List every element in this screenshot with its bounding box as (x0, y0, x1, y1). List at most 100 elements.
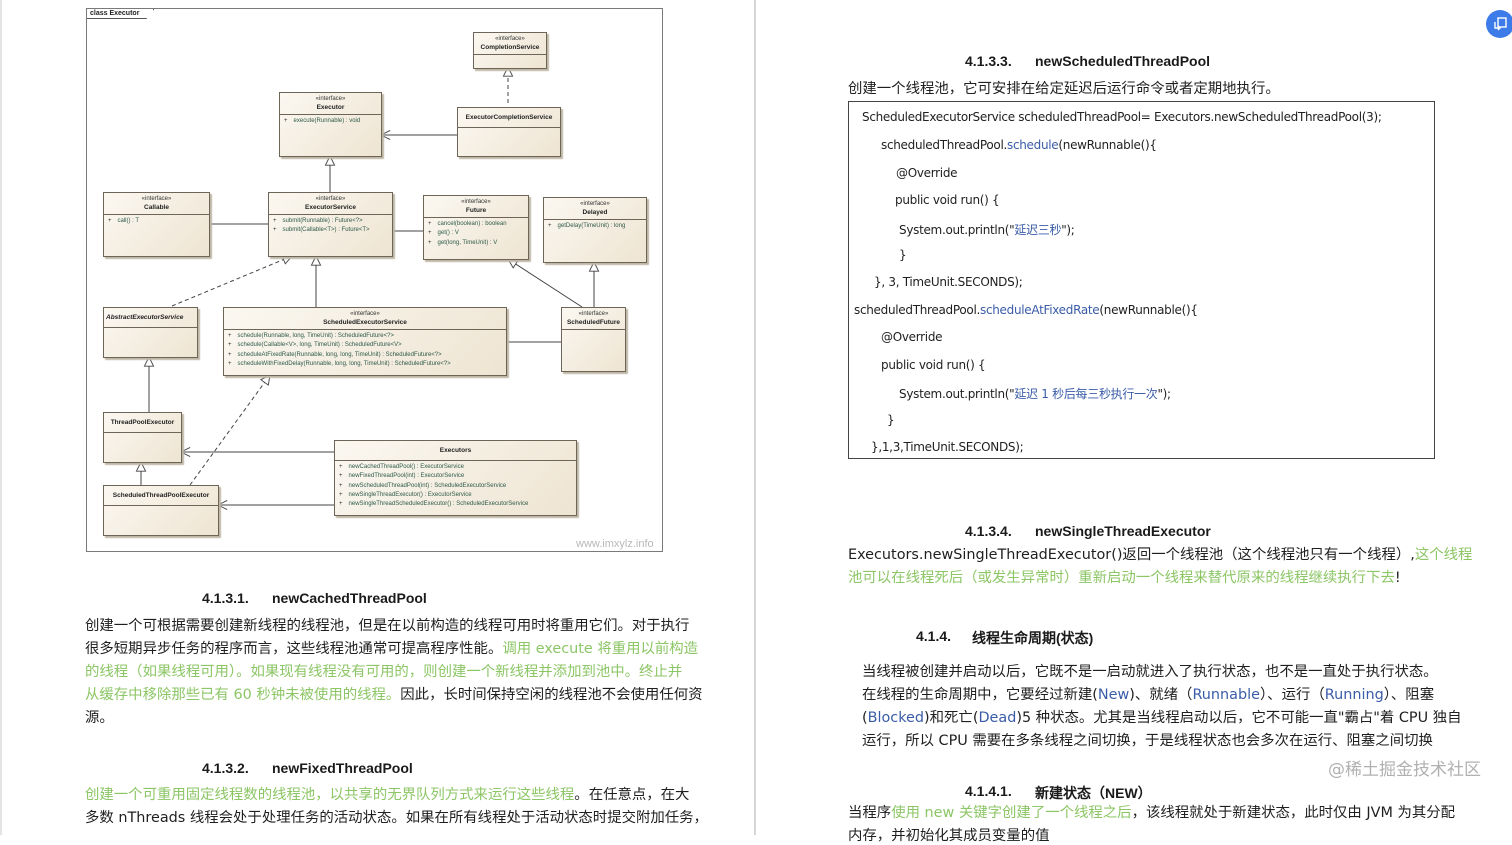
text-run: 当程序 (848, 805, 892, 821)
class-member: +scheduleWithFixedDelay(Runnable, long, … (228, 360, 502, 369)
visibility-public: + (339, 501, 343, 508)
class-member: +newCachedThreadPool() : ExecutorService (339, 463, 572, 472)
class-header: «interface»Future (424, 196, 528, 218)
member-signature: newFixedThreadPool(int) : ExecutorServic… (348, 473, 465, 480)
text-run: )和死亡( (924, 710, 979, 726)
floating-translate-button[interactable] (1486, 10, 1512, 38)
class-name: AbstractExecutorService (106, 314, 184, 321)
paragraph-line: 创建一个可重用固定线程数的线程池，以共享的无界队列方式来运行这些线程。在任意点，… (85, 786, 689, 804)
text-run: }, 3, TimeUnit.SECONDS); (874, 275, 1023, 289)
paragraph-line: 的线程（如果线程可用）。如果现有线程没有可用的，则创建一个新线程并添加到池中。终… (85, 663, 682, 681)
paragraph-line: 内存，并初始化其成员变量的值 (848, 827, 1049, 845)
class-members: +newCachedThreadPool() : ExecutorService… (335, 461, 576, 511)
paragraph-line: 当程序使用 new 关键字创建了一个线程之后，该线程就处于新建状态，此时仅由 J… (848, 804, 1455, 822)
class-name: ScheduledFuture (566, 319, 621, 326)
class-name: Executor (316, 104, 345, 111)
visibility-public: + (339, 464, 343, 470)
text-run: 池可以在线程死后（或发生异常时）重新启动一个线程来替代原来的线程继续执行下去 (848, 570, 1395, 586)
class-members: +submit(Runnable) : Future<?>+submit(Cal… (269, 215, 392, 238)
class-header: ScheduledThreadPoolExecutor (104, 486, 218, 506)
uml-class-executor: «interface» Executor +execute(Runnable) : … (279, 92, 382, 157)
class-name: ThreadPoolExecutor (110, 419, 175, 426)
generalization-scheduledfuture-future (508, 259, 583, 308)
class-stereotype: «interface» (350, 311, 380, 317)
text-run: Dead (978, 710, 1017, 726)
text-run: 内存，并初始化其成员变量的值 (848, 828, 1050, 844)
text-run: 的线程（如果线程可用）。如果现有线程没有可用的，则创建一个新线程并添加到池中。终… (85, 664, 683, 680)
member-signature: getDelay(TimeUnit) : long (557, 223, 626, 229)
class-stereotype: «interface» (315, 96, 346, 102)
uml-class-callable: «interface»Callable+call() : T (103, 192, 210, 257)
class-stereotype: «interface» (141, 196, 172, 202)
visibility-public: + (428, 239, 432, 246)
text-run: 调用 execute 将重用以前构造 (502, 641, 699, 657)
text-run: @Override (896, 166, 958, 180)
member-signature: schedule(Callable<V>, long, TimeUnit) : … (237, 342, 402, 349)
member-signature: submit(Callable<T>) : Future<T> (282, 227, 370, 234)
text-run: public void run() { (895, 193, 1000, 207)
class-header: ExecutorCompletionService (458, 108, 560, 128)
code-line: System.out.println("延迟三秒"); (899, 221, 1075, 238)
class-member: +newFixedThreadPool(int) : ExecutorServi… (339, 472, 572, 481)
member-signature: scheduleWithFixedDelay(Runnable, long, l… (237, 360, 451, 367)
class-member: +newScheduledThreadPool(int) : Scheduled… (339, 482, 572, 491)
visibility-public: + (273, 218, 277, 224)
text-run: 延迟三秒 (1014, 223, 1062, 237)
section-number: 4.1.3.3. (965, 53, 1012, 69)
text-run: 很多短期异步任务的程序而言，这些线程池通常可提高程序性能。 (85, 641, 503, 657)
class-name: ScheduledThreadPoolExecutor (112, 492, 210, 499)
text-run: Runnable (1192, 687, 1260, 703)
class-header: ThreadPoolExecutor (104, 413, 181, 433)
code-line: @Override (881, 330, 943, 344)
member-signature: schedule(Runnable, long, TimeUnit) : Sch… (237, 333, 394, 339)
code-line: }, 3, TimeUnit.SECONDS); (874, 275, 1023, 289)
text-run: ）、运行（ (1259, 687, 1325, 703)
class-member: +execute(Runnable) : void (284, 117, 377, 126)
text-run: Running (1324, 687, 1384, 703)
text-run: 在线程的生命周期中，它要经过新建( (862, 687, 1098, 703)
text-run: 使用 new 关键字创建了一个线程之后 (891, 805, 1132, 821)
uml-class-executor-service: «interface»ExecutorService+submit(Runnab… (268, 192, 393, 257)
class-member: +newSingleThreadScheduledExecutor() : Sc… (339, 500, 572, 509)
visibility-public: + (428, 230, 432, 237)
member-signature: get(long, TimeUnit) : V (437, 239, 498, 246)
uml-class-executor-completion-service: ExecutorCompletionService (457, 107, 561, 157)
visibility-public: + (108, 218, 112, 224)
text-run: } (899, 248, 907, 262)
class-member: +scheduleAtFixedRate(Runnable, long, lon… (228, 351, 502, 360)
text-run: )5 种状态。尤其是当线程启动以后，它不可能一直"霸占"着 CPU 独自 (1016, 710, 1462, 726)
uml-class-scheduled-thread-pool-executor: ScheduledThreadPoolExecutor (103, 485, 219, 536)
paragraph-line: 很多短期异步任务的程序而言，这些线程池通常可提高程序性能。调用 execute … (85, 640, 698, 658)
section-number: 4.1.3.1. (202, 590, 249, 606)
class-header: AbstractExecutorService (104, 308, 197, 328)
class-member: +cancel(boolean) : boolean (428, 220, 524, 229)
section-number: 4.1.4. (916, 628, 952, 644)
class-name: ScheduledExecutorService (323, 319, 407, 326)
text-run: 多数 nThreads 线程会处于处理任务的活动状态。如果在所有线程处于活动状态… (85, 810, 708, 826)
text-run: scheduledThreadPool. (854, 303, 980, 317)
uml-class-scheduled-executor-service: «interface»ScheduledExecutorService+sche… (223, 307, 507, 376)
section-title: 线程生命周期(状态) (972, 630, 1094, 646)
member-signature: get() : V (437, 230, 459, 237)
visibility-public: + (228, 351, 232, 358)
class-member: + schedule(Runnable, long, TimeUnit) : Sc… (228, 332, 502, 341)
text-run: "); (1061, 223, 1075, 237)
text-run: @Override (881, 330, 943, 344)
text-run: 从缓存中移除那些已有 60 秒钟未被使用的线程。 (85, 687, 401, 703)
juejin-watermark: @稀土掘金技术社区 (1328, 760, 1481, 780)
class-header: «interface»Callable (104, 193, 209, 215)
class-name: CompletionService (480, 44, 540, 51)
text-run: New (1097, 687, 1130, 703)
text-run: },1,3,TimeUnit.SECONDS); (871, 440, 1024, 454)
uml-class-executors: Executors+newCachedThreadPool() : Execut… (334, 440, 577, 516)
visibility-public: + (228, 333, 232, 339)
uml-class-completion-service: «interface»CompletionService (473, 32, 547, 69)
text-run: 创建一个可根据需要创建新线程的线程池，但是在以前构造的线程可用时将重用它们。对于… (85, 618, 690, 634)
class-stereotype: «interface» (461, 199, 491, 205)
class-member: +newSingleThreadExecutor() : ExecutorSer… (339, 491, 572, 500)
code-line: scheduledThreadPool.scheduleAtFixedRate(… (854, 303, 1198, 317)
visibility-public: + (548, 223, 552, 229)
text-run: (newRunnable(){ (1099, 303, 1198, 317)
realization-stpe-ses (189, 375, 270, 486)
class-header: «interface»ScheduledFuture (562, 308, 625, 330)
